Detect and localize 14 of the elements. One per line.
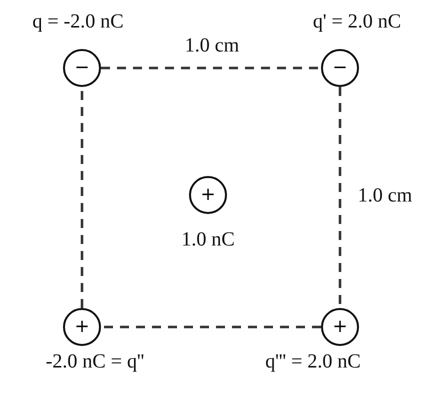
charge-label: q''' = 2.0 nC [265,350,361,374]
charge-circle: + [63,308,101,346]
charge-circle: − [63,49,101,87]
dashed-line [101,326,321,328]
charge-label: -2.0 nC = q'' [46,350,144,374]
dimension-label: 1.0 cm [358,184,412,208]
charge-label: 1.0 nC [181,228,235,252]
charge-label: q = -2.0 nC [32,10,124,34]
charge-label: q' = 2.0 nC [312,10,402,34]
dashed-line [101,66,321,70]
charge-circle: − [321,49,359,87]
charge-circle: + [321,308,359,346]
dimension-label: 1.0 cm [184,34,240,58]
charge-circle: + [189,176,227,214]
